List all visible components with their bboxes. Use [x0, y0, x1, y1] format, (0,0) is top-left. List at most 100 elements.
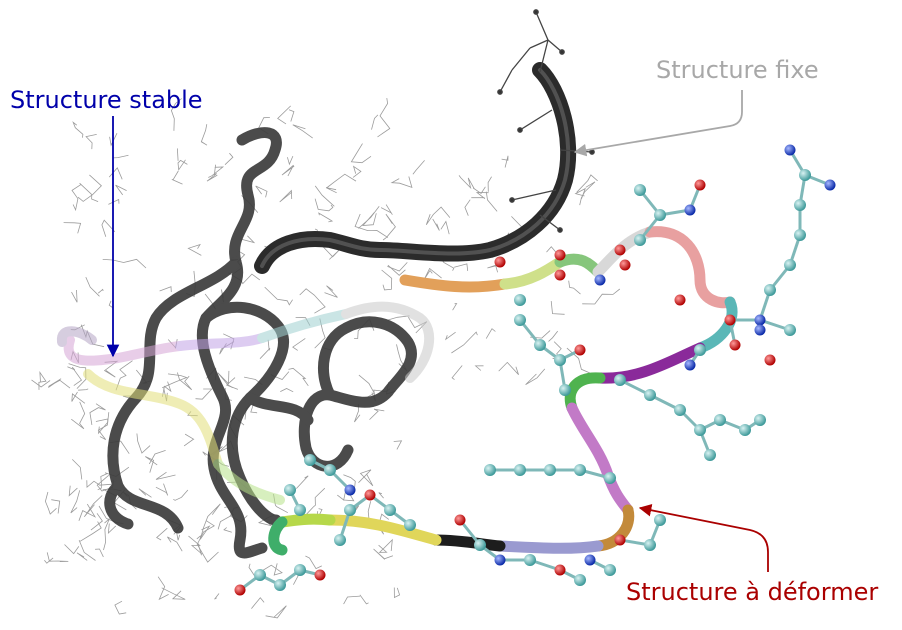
wireframe-stick — [97, 473, 108, 491]
oxygen-atom — [314, 569, 326, 581]
wireframe-stick — [318, 212, 334, 223]
wireframe-stick — [288, 367, 309, 387]
wireframe-stick — [86, 480, 113, 489]
wireframe-stick — [206, 164, 218, 182]
wireframe-stick — [251, 597, 265, 609]
wireframe-stick — [440, 220, 450, 235]
carbon-atom — [524, 554, 536, 566]
oxygen-atom — [554, 249, 566, 261]
wireframe-stick — [261, 563, 283, 576]
wireframe-stick — [292, 124, 313, 139]
wireframe-stick — [387, 264, 406, 276]
wireframe-stick — [487, 264, 498, 273]
wireframe-stick — [83, 495, 103, 518]
carbon-atom — [784, 259, 796, 271]
wireframe-stick — [78, 539, 96, 561]
wireframe-stick — [568, 280, 581, 295]
wireframe-stick — [70, 490, 81, 514]
wireframe-stick — [72, 121, 84, 138]
wireframe-stick — [31, 379, 51, 388]
wireframe-stick — [358, 206, 380, 229]
nitrogen-atom — [594, 274, 606, 286]
carbon-atom — [484, 464, 496, 476]
carbon-atom — [614, 374, 626, 386]
wireframe-stick — [359, 594, 369, 605]
wireframe-stick — [381, 269, 393, 291]
oxygen-atom — [454, 514, 466, 526]
wireframe-stick — [217, 370, 233, 388]
nitrogen-atom — [754, 324, 766, 336]
wireframe-stick — [314, 185, 335, 207]
wireframe-stick — [114, 600, 127, 615]
wireframe-stick — [452, 303, 458, 311]
wireframe-stick — [487, 176, 492, 192]
oxygen-atom — [554, 564, 566, 576]
carbon-atom — [574, 464, 586, 476]
wireframe-stick — [387, 262, 408, 272]
wireframe-stick — [78, 503, 97, 521]
nitrogen-atom — [754, 314, 766, 326]
carbon-atom — [514, 314, 526, 326]
fixed-structure-tube — [254, 62, 577, 274]
wireframe-stick — [387, 315, 410, 321]
carbon-atom — [544, 464, 556, 476]
carbon-atom — [534, 339, 546, 351]
wireframe-stick — [148, 450, 166, 465]
wireframe-stick — [48, 378, 71, 389]
oxygen-atom — [764, 354, 776, 366]
oxygen-atom — [234, 584, 246, 596]
wireframe-stick — [451, 365, 463, 380]
deform-arrow — [638, 504, 769, 572]
wireframe-stick — [72, 459, 83, 480]
wireframe-stick — [171, 170, 183, 185]
nitrogen-atom — [824, 179, 836, 191]
wireframe-stick — [188, 535, 203, 555]
wireframe-stick — [176, 148, 179, 161]
ball-and-stick-atoms — [234, 144, 836, 596]
wireframe-stick — [97, 288, 104, 294]
wireframe-stick — [196, 543, 219, 563]
wireframe-stick — [177, 159, 188, 171]
carbon-atom — [344, 504, 356, 516]
wireframe-stick — [173, 489, 189, 501]
wireframe-stick — [525, 368, 546, 386]
carbon-atom — [739, 424, 751, 436]
wireframe-stick — [108, 167, 123, 180]
wireframe-stick — [162, 381, 172, 397]
deformable-structure-label: Structure à déformer — [626, 578, 879, 606]
wireframe-stick — [464, 199, 471, 216]
wireframe-stick — [412, 160, 425, 175]
wireframe-stick — [177, 372, 193, 391]
wireframe-stick — [350, 143, 372, 164]
oxygen-atom — [694, 179, 706, 191]
wireframe-stick — [324, 285, 338, 298]
wireframe-stick — [325, 187, 337, 194]
wireframe-stick — [280, 388, 294, 393]
wireframe-stick — [354, 404, 361, 423]
fixe-arrow — [573, 90, 743, 157]
wireframe-stick — [71, 184, 82, 212]
wireframe-stick — [241, 235, 256, 244]
nitrogen-atom — [684, 359, 696, 371]
wireframe-stick — [550, 301, 565, 315]
oxygen-atom — [729, 339, 741, 351]
oxygen-atom — [614, 534, 626, 546]
carbon-atom — [674, 404, 686, 416]
oxygen-atom — [574, 344, 586, 356]
carbon-atom — [794, 229, 806, 241]
wireframe-stick — [51, 499, 61, 514]
wireframe-stick — [287, 155, 294, 166]
oxygen-atom — [494, 256, 506, 268]
wireframe-stick — [424, 267, 442, 280]
wireframe-stick — [103, 518, 110, 551]
wireframe-stick — [548, 330, 559, 342]
wireframe-stick — [322, 246, 341, 260]
wireframe-stick — [156, 527, 168, 541]
wireframe-stick — [255, 185, 268, 198]
nitrogen-atom — [684, 204, 696, 216]
carbon-atom — [654, 209, 666, 221]
carbon-atom — [514, 464, 526, 476]
wireframe-side-chains — [31, 98, 621, 619]
carbon-atom — [754, 414, 766, 426]
fixed-strand-sticks — [497, 9, 595, 233]
